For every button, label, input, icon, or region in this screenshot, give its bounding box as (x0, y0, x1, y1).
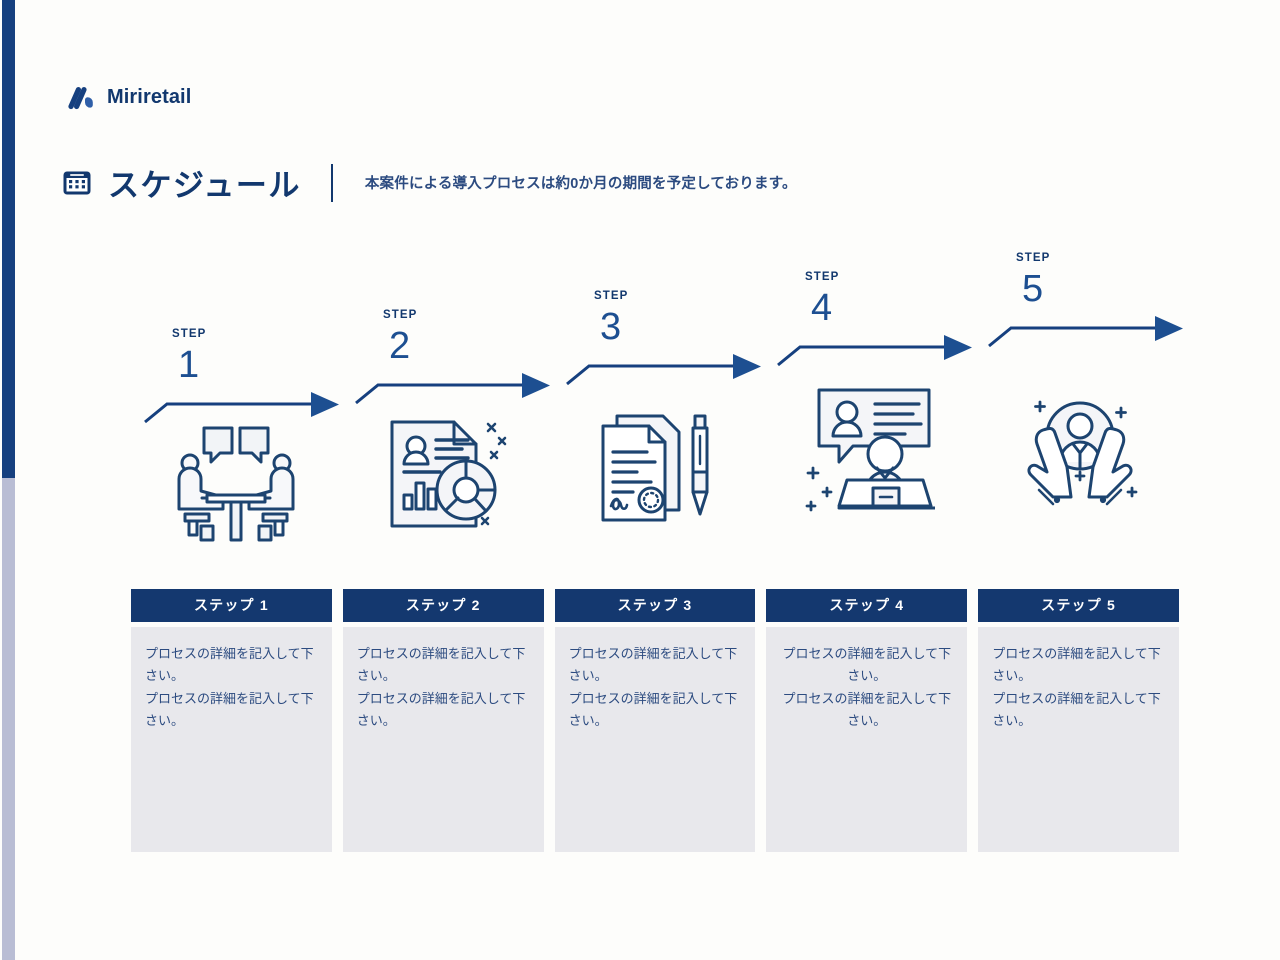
step-label: STEP (1016, 252, 1051, 264)
left-accent-bar (2, 0, 15, 960)
step-number: 3 (600, 306, 622, 348)
step-arrow-icon (987, 306, 1187, 348)
contract-signature-pen-icon (553, 410, 763, 532)
step-2: STEP 2 (342, 236, 552, 576)
customer-support-hands-icon (975, 394, 1185, 514)
brand-name: Miriretail (107, 85, 192, 108)
meeting-discussion-icon (131, 422, 341, 546)
step-number: 2 (389, 325, 411, 367)
card-body-text[interactable]: プロセスの詳細を記入して下さい。 プロセスの詳細を記入して下さい。 (554, 627, 756, 852)
card-body-text[interactable]: プロセスの詳細を記入して下さい。 プロセスの詳細を記入して下さい。 (766, 627, 968, 852)
page-subtitle: 本案件による導入プロセスは約0か月の期間を予定しております。 (364, 176, 797, 192)
step-1: STEP 1 (131, 236, 341, 576)
step-label: STEP (172, 328, 207, 340)
card-title: ステップ 2 (342, 589, 544, 622)
step-card-2: ステップ 2 プロセスの詳細を記入して下さい。 プロセスの詳細を記入して下さい。 (342, 589, 544, 852)
brand-logo: Miriretail (68, 84, 191, 110)
step-detail-cards: ステップ 1 プロセスの詳細を記入して下さい。 プロセスの詳細を記入して下さい。… (131, 589, 1179, 852)
step-4: STEP 4 (764, 236, 974, 576)
miriretail-logo-mark-icon (68, 84, 98, 110)
card-body-text[interactable]: プロセスの詳細を記入して下さい。 プロセスの詳細を記入して下さい。 (131, 627, 332, 852)
accent-bar-top-segment (2, 0, 15, 478)
step-card-5: ステップ 5 プロセスの詳細を記入して下さい。 プロセスの詳細を記入して下さい。 (978, 589, 1179, 852)
card-title: ステップ 5 (978, 589, 1179, 622)
calendar-icon (62, 168, 92, 198)
card-body-text[interactable]: プロセスの詳細を記入して下さい。 プロセスの詳細を記入して下さい。 (342, 627, 544, 852)
steps-timeline: STEP 1 (131, 236, 1183, 576)
card-title: ステップ 1 (131, 589, 332, 622)
step-number: 1 (178, 344, 200, 386)
step-card-4: ステップ 4 プロセスの詳細を記入して下さい。 プロセスの詳細を記入して下さい。 (766, 589, 968, 852)
card-title: ステップ 4 (766, 589, 968, 622)
accent-bar-bottom-segment (2, 478, 15, 960)
step-arrow-icon (776, 325, 976, 367)
step-arrow-icon (565, 344, 765, 386)
step-label: STEP (805, 271, 840, 283)
online-training-video-call-icon (764, 384, 974, 512)
step-label: STEP (383, 309, 418, 321)
page-title: スケジュール (108, 168, 301, 203)
step-3: STEP 3 (553, 236, 763, 576)
step-5: STEP 5 (975, 236, 1185, 576)
step-number: 5 (1022, 268, 1044, 310)
step-card-1: ステップ 1 プロセスの詳細を記入して下さい。 プロセスの詳細を記入して下さい。 (131, 589, 332, 852)
report-analytics-icon (342, 414, 552, 534)
card-body-text[interactable]: プロセスの詳細を記入して下さい。 プロセスの詳細を記入して下さい。 (978, 627, 1179, 852)
card-title: ステップ 3 (554, 589, 756, 622)
step-arrow-icon (143, 382, 343, 424)
step-number: 4 (811, 287, 833, 329)
title-divider (330, 163, 333, 202)
step-arrow-icon (354, 363, 554, 405)
step-label: STEP (594, 290, 629, 302)
page-header: スケジュール 本案件による導入プロセスは約0か月の期間を予定しております。 (62, 160, 797, 205)
step-card-3: ステップ 3 プロセスの詳細を記入して下さい。 プロセスの詳細を記入して下さい。 (554, 589, 756, 852)
